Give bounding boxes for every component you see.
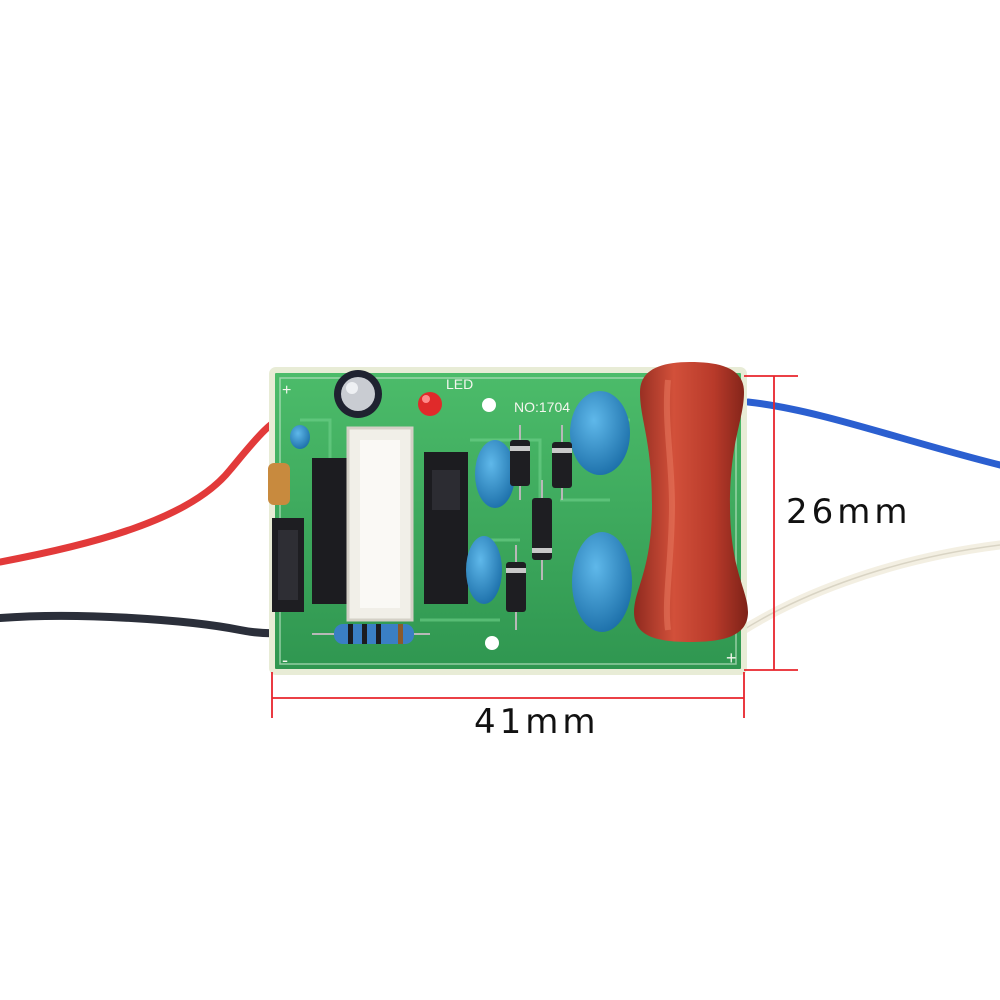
led-marking-label: LED xyxy=(446,376,473,392)
ceramic-capacitor xyxy=(475,440,515,508)
height-dimension-label: 26mm xyxy=(786,492,912,532)
minus-marking: - xyxy=(282,650,288,670)
black-wire xyxy=(0,611,294,638)
width-dimension-line xyxy=(271,672,745,718)
mounting-hole xyxy=(482,398,496,412)
resistor xyxy=(312,624,430,644)
x2-film-capacitor xyxy=(634,362,748,642)
board-marking-label: NO:1704 xyxy=(514,399,570,415)
film-capacitor-small xyxy=(268,463,290,505)
led xyxy=(418,392,442,416)
ceramic-capacitor xyxy=(572,532,632,632)
small-ceramic-capacitor xyxy=(290,425,310,449)
width-dimension-label: 41mm xyxy=(474,702,600,742)
diode xyxy=(532,480,552,580)
ceramic-capacitor xyxy=(466,536,502,604)
red-wire xyxy=(0,408,296,566)
blue-wire xyxy=(744,398,1000,469)
diode xyxy=(506,545,526,630)
white-wire xyxy=(735,540,1000,637)
plus-marking-top: + xyxy=(282,382,291,399)
inductor-core-left xyxy=(312,458,352,604)
plus-marking-bottom: + xyxy=(726,648,737,668)
diode xyxy=(552,425,572,500)
ceramic-capacitor xyxy=(570,391,630,475)
mounting-hole xyxy=(485,636,499,650)
diode xyxy=(510,425,530,500)
height-dimension-line xyxy=(744,375,798,671)
